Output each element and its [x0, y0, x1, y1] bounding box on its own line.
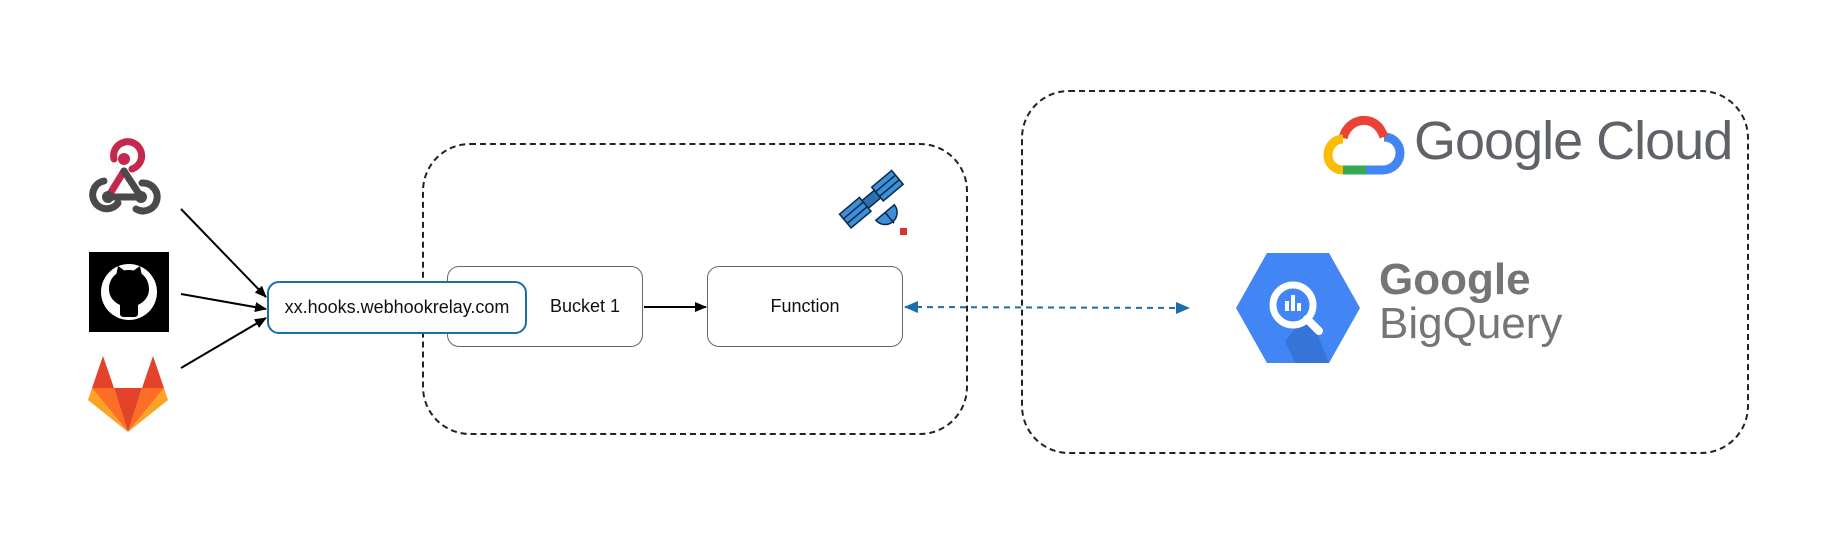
- bigquery-google-text: Google: [1379, 255, 1531, 304]
- function-label: Function: [770, 296, 840, 316]
- bigquery-product-text: BigQuery: [1379, 299, 1563, 348]
- arrow-function-bigquery-bidirectional: [904, 301, 1190, 314]
- bigquery-wordmark: Google BigQuery: [1379, 258, 1562, 346]
- google-cloud-logo-icon: [1323, 115, 1405, 175]
- gitlab-icon: [88, 356, 168, 432]
- webhook-icon: [89, 138, 161, 215]
- bucket-label: Bucket 1: [549, 296, 621, 316]
- arrow-webhook-to-relay: [180, 208, 267, 298]
- google-cloud-cloud-text: Cloud: [1596, 111, 1733, 171]
- arrow-github-to-relay: [180, 293, 267, 313]
- relay-endpoint-label: xx.hooks.webhookrelay.com: [284, 297, 510, 317]
- satellite-icon: [838, 169, 907, 235]
- google-cloud-wordmark: Google Cloud: [1414, 110, 1733, 172]
- relay-endpoint-node[interactable]: xx.hooks.webhookrelay.com: [267, 281, 527, 334]
- google-cloud-region: [1021, 90, 1749, 454]
- github-icon: [89, 252, 169, 332]
- bigquery-icon: [1236, 253, 1360, 363]
- google-cloud-google-text: Google: [1414, 111, 1583, 171]
- function-node[interactable]: Function: [707, 266, 903, 347]
- arrow-gitlab-to-relay: [180, 317, 267, 369]
